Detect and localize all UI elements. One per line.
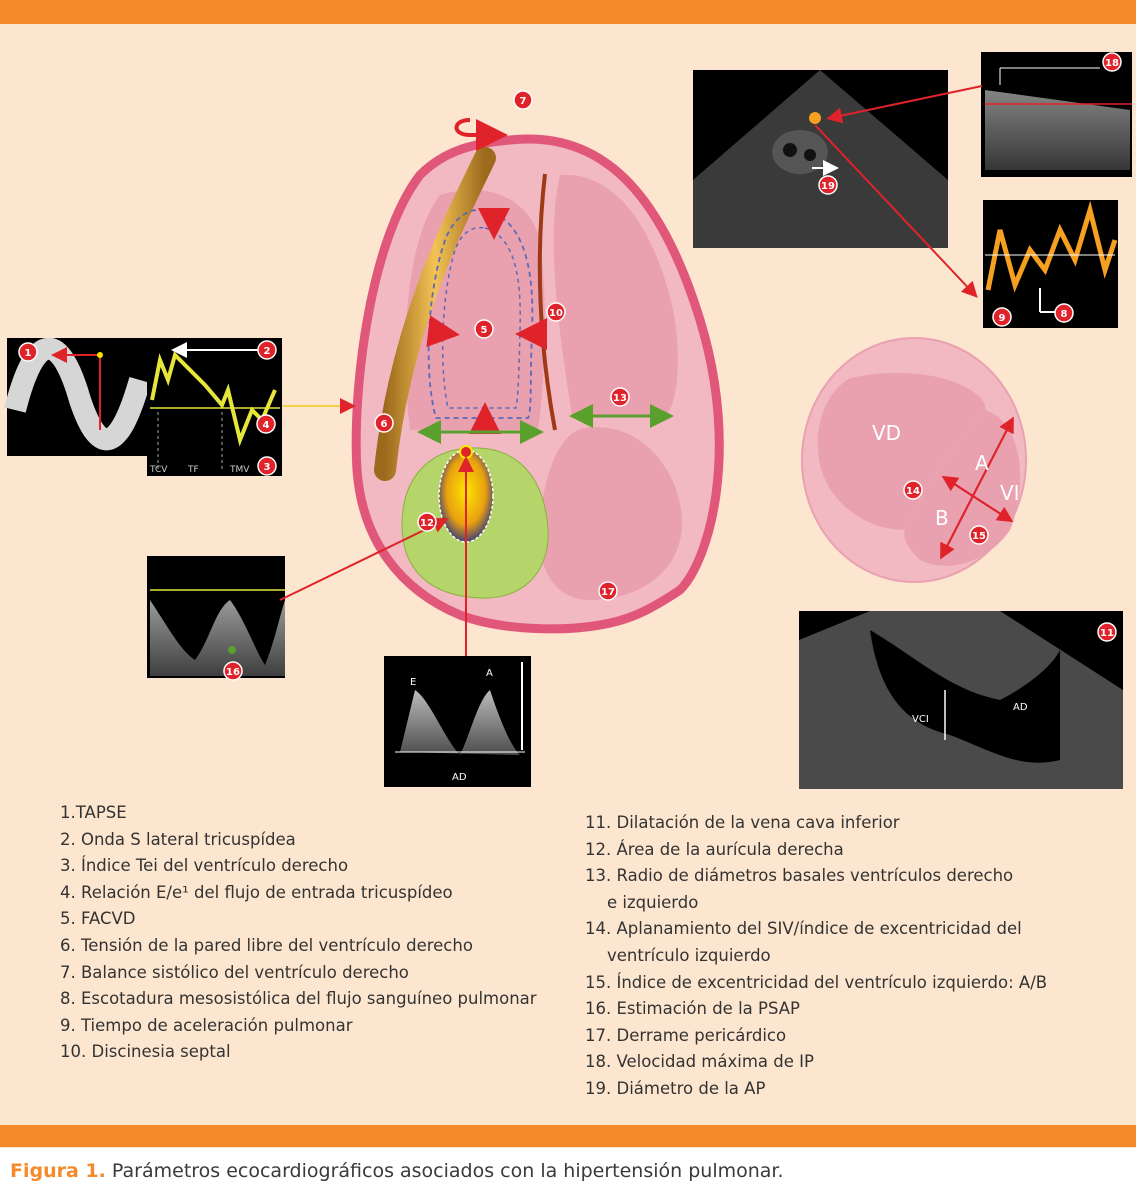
caption-separator: . (99, 1160, 106, 1182)
legend-item: 19. Diámetro de la AP (585, 1076, 1047, 1103)
number-marker-label: 16 (226, 667, 240, 678)
legend-item: 10. Discinesia septal (60, 1039, 537, 1066)
number-marker-label: 8 (1061, 309, 1068, 320)
b-label: B (935, 506, 949, 530)
number-marker-label: 2 (264, 346, 271, 357)
legend-item: 16. Estimación de la PSAP (585, 996, 1047, 1023)
a-wave-label: A (486, 668, 493, 679)
legend-item: 12. Área de la aurícula derecha (585, 837, 1047, 864)
figure-caption: Figura 1. Parámetros ecocardiográficos a… (10, 1160, 784, 1182)
caption-text: Parámetros ecocardiográficos asociados c… (106, 1160, 784, 1182)
number-marker-label: 7 (520, 96, 527, 107)
tricuspid-marker (460, 446, 472, 458)
tei-axis-tf: TF (187, 465, 199, 475)
e-wave-label: E (410, 677, 416, 688)
number-marker-label: 15 (972, 531, 986, 542)
legend-left: 1.TAPSE2. Onda S lateral tricuspídea3. Í… (60, 800, 537, 1066)
legend-item: 7. Balance sistólico del ventrículo dere… (60, 960, 537, 987)
tei-axis-tmv: TMV (229, 465, 250, 475)
legend-item: 13. Radio de diámetros basales ventrícul… (585, 863, 1047, 890)
legend-item: 1.TAPSE (60, 800, 537, 827)
number-marker-label: 10 (549, 308, 563, 319)
number-marker-label: 3 (264, 462, 271, 473)
number-marker-label: 11 (1100, 628, 1114, 639)
vi-label: VI (1000, 481, 1020, 505)
number-marker-label: 19 (821, 181, 835, 192)
ee-panel: E A AD (384, 656, 531, 787)
number-marker-label: 6 (381, 419, 388, 430)
legend-item: 6. Tensión de la pared libre del ventríc… (60, 933, 537, 960)
legend-item: 17. Derrame pericárdico (585, 1023, 1047, 1050)
legend-item: 11. Dilatación de la vena cava inferior (585, 810, 1047, 837)
ivc-panel: VCI AD (799, 611, 1123, 789)
number-marker-label: 1 (25, 348, 32, 359)
number-marker-label: 13 (613, 393, 627, 404)
number-marker-label: 9 (999, 313, 1006, 324)
legend-item: e izquierdo (585, 890, 1047, 917)
legend-item: 14. Aplanamiento del SIV/índice de excen… (585, 916, 1047, 943)
number-marker-label: 12 (420, 518, 434, 529)
caption-accent-bar (0, 1125, 1136, 1147)
ad-doppler-label: AD (452, 772, 467, 783)
tei-panel: TCV TF TMV (147, 338, 282, 476)
caption-label: Figura 1 (10, 1160, 99, 1182)
psap-panel (147, 556, 285, 678)
echo-diagram: TCV TF TMV E A AD (0, 24, 1136, 804)
vci-label: VCI (912, 714, 929, 725)
short-axis-view: VD VI A B (802, 338, 1026, 582)
left-ventricle-upper (554, 175, 678, 415)
legend-item: ventrículo izquierdo (585, 943, 1047, 970)
legend-item: 4. Relación E/e¹ del flujo de entrada tr… (60, 880, 537, 907)
legend-item: 5. FACVD (60, 906, 537, 933)
legend-item: 9. Tiempo de aceleración pulmonar (60, 1013, 537, 1040)
number-marker-label: 4 (263, 420, 270, 431)
legend-item: 18. Velocidad máxima de IP (585, 1049, 1047, 1076)
legend-item: 8. Escotadura mesosistólica del flujo sa… (60, 986, 537, 1013)
legend-right: 11. Dilatación de la vena cava inferior1… (585, 810, 1047, 1103)
a-label: A (975, 451, 989, 475)
number-marker-label: 17 (601, 587, 615, 598)
legend-item: 15. Índice de excentricidad del ventrícu… (585, 970, 1047, 997)
ad-vci-label: AD (1013, 702, 1028, 713)
legend-item: 2. Onda S lateral tricuspídea (60, 827, 537, 854)
legend-item: 3. Índice Tei del ventrículo derecho (60, 853, 537, 880)
tei-axis-tcv: TCV (149, 465, 168, 475)
heart-diagram (356, 139, 719, 629)
number-marker-label: 14 (906, 486, 920, 497)
number-marker-label: 5 (481, 325, 488, 336)
pa-echo-panel (693, 70, 948, 248)
number-marker-label: 18 (1105, 58, 1119, 69)
top-accent-bar (0, 0, 1136, 24)
vd-label: VD (872, 421, 901, 445)
